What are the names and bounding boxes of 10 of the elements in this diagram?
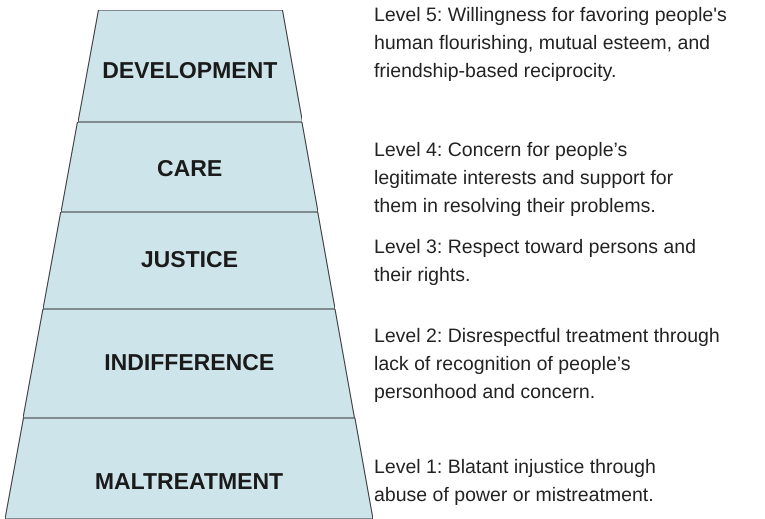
- band-label: INDIFFERENCE: [104, 348, 274, 376]
- band-label: MALTREATMENT: [94, 467, 284, 495]
- level-description: Level 1: Blatant injustice through abuse of power or mistreatment.: [374, 455, 657, 508]
- level-description: Level 2: Disrespectful treatment through lack of recognition of people’s personhood and concern.: [374, 324, 721, 405]
- level-description: Level 4: Concern for people’s legitimate interests and support for them in resolving their problems.: [374, 138, 674, 219]
- band-label: JUSTICE: [140, 245, 238, 273]
- level-description: Level 5: Willingness for favoring people's human flourishing, mutual esteem, and friendship-based reciprocity.: [374, 3, 728, 84]
- band-label: DEVELOPMENT: [102, 56, 278, 84]
- level-description: Level 3: Respect toward persons and their rights.: [374, 235, 697, 288]
- band-label: CARE: [157, 154, 222, 182]
